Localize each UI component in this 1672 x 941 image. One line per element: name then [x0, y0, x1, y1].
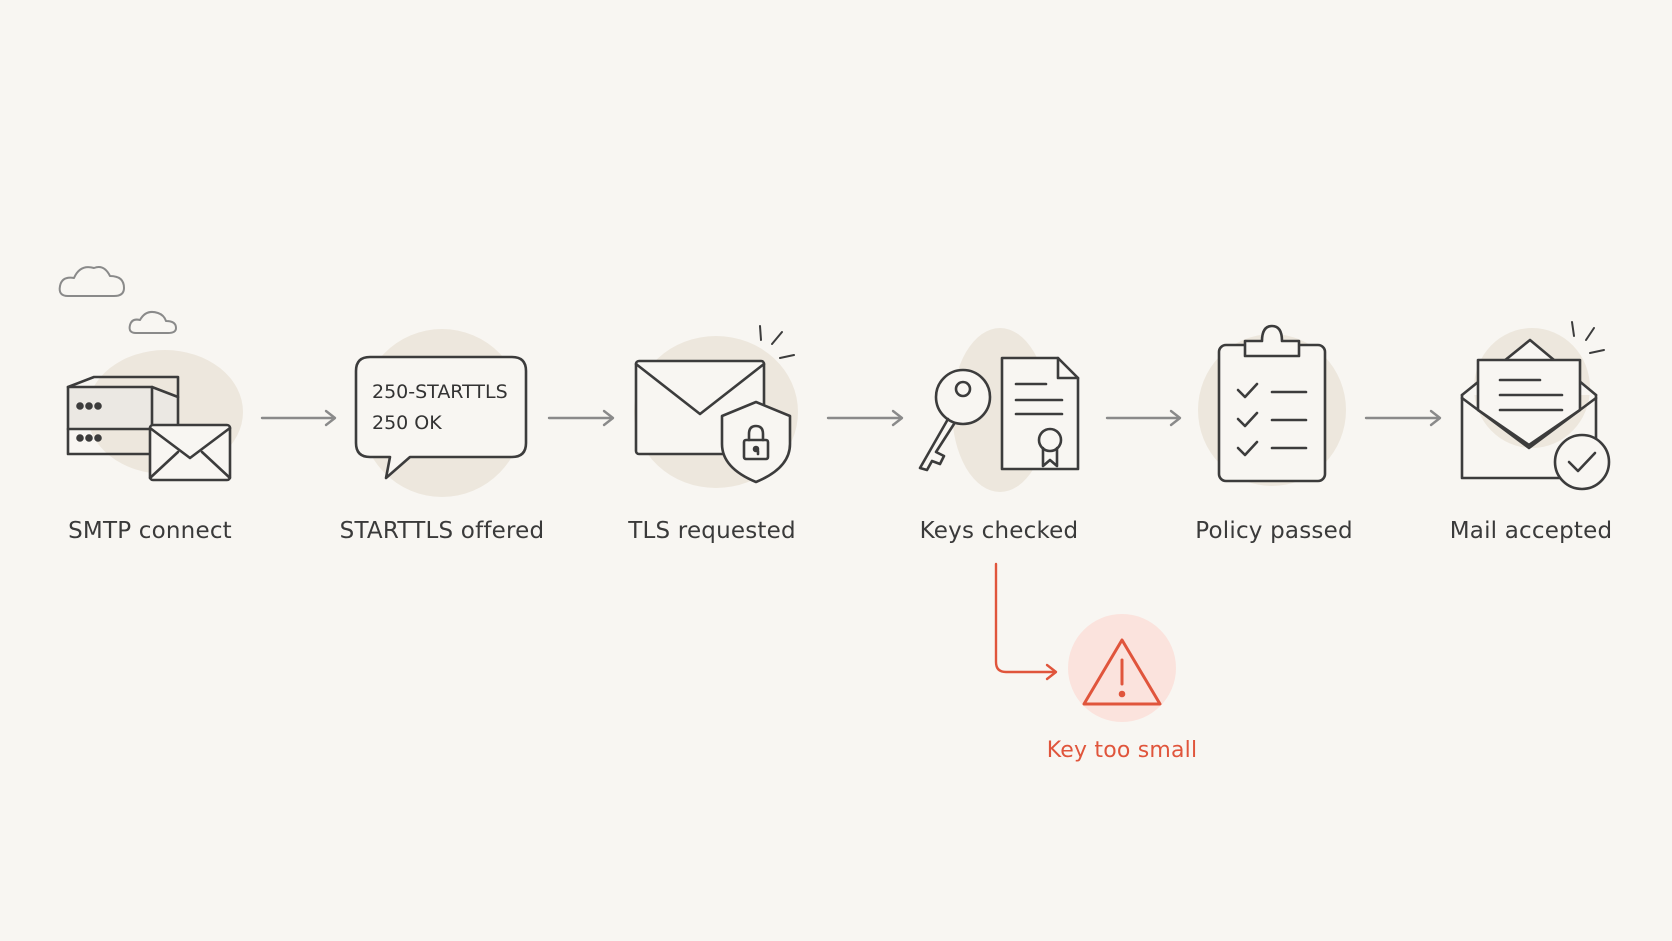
bubble-line-1: 250-STARTTLS: [372, 381, 508, 403]
failure-label: Key too small: [1046, 738, 1198, 763]
step-label-tls-requested: TLS requested: [628, 518, 796, 544]
envelope-shield-icon: [634, 325, 795, 484]
flow-arrows: [260, 409, 1442, 427]
clipboard-checklist-icon: [1217, 324, 1327, 483]
step-label-policy-passed: Policy passed: [1195, 518, 1353, 544]
bubble-line-2: 250 OK: [372, 412, 442, 434]
key-certificate-icon: [918, 356, 1080, 472]
server-mail-icon: [66, 375, 232, 482]
cloud-icons: [58, 266, 177, 334]
step-label-keys-checked: Keys checked: [919, 518, 1079, 544]
background-halos: [87, 328, 1590, 497]
arrow-5-to-6: [1364, 409, 1442, 427]
speech-bubble-icon: [354, 355, 528, 480]
cloud-icon: [58, 266, 125, 297]
arrow-3-to-4: [826, 409, 904, 427]
cloud-icon: [128, 310, 177, 334]
arrow-1-to-2: [260, 409, 337, 427]
arrow-4-to-5: [1105, 409, 1182, 427]
failure-branch-arrow: [994, 562, 1058, 681]
arrow-2-to-3: [547, 409, 615, 427]
bubble-message: 250-STARTTLS 250 OK: [372, 377, 508, 439]
step-label-mail-accepted: Mail accepted: [1449, 518, 1613, 544]
open-envelope-check-icon: [1460, 321, 1611, 491]
step-label-starttls-offered: STARTTLS offered: [339, 518, 545, 544]
warning-triangle-icon: [1082, 638, 1162, 706]
step-label-smtp-connect: SMTP connect: [68, 518, 232, 544]
